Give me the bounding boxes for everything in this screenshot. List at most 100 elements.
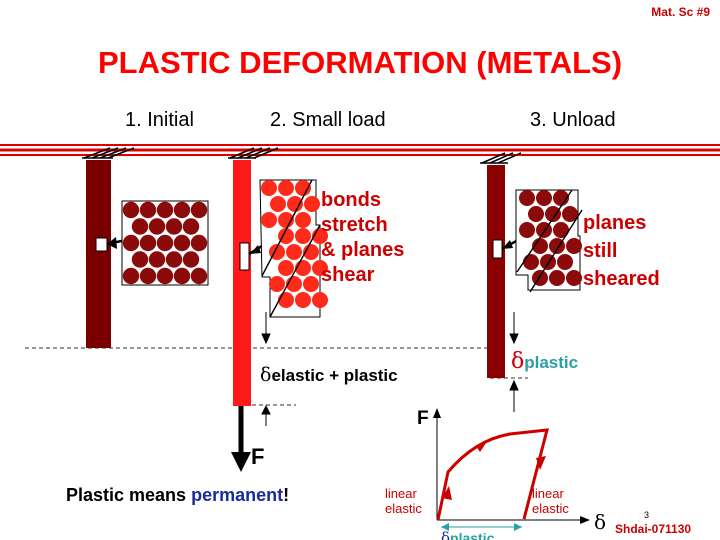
atom [304,196,320,212]
atom [131,218,149,235]
footer-statement: Plastic means permanent! [66,485,289,506]
atom [173,234,191,252]
atom [139,267,157,285]
atom-grid-small-load [259,179,328,318]
annotation-line: shear [321,264,375,286]
graph-note-line: linear [532,486,564,501]
atom [122,234,140,252]
footer-highlight: permanent [191,485,284,505]
atom [182,218,200,235]
bar-initial [82,147,137,348]
atom [190,234,208,252]
graph-note-line: elastic [385,501,422,516]
atom [156,201,174,219]
page-title: PLASTIC DEFORMATION (METALS) [97,45,623,80]
atom [312,260,328,276]
bar-unload [480,152,522,378]
graph-note-line: linear [385,486,417,501]
graph-bottom-text: plastic [450,530,495,540]
graph-x-label: δ [594,510,607,534]
page-number: 3 [644,510,650,520]
atom [295,292,311,308]
atom [523,254,539,270]
atom [270,196,286,212]
elastic-plastic-label: δelastic + plastic [260,364,398,386]
annotation-line: bonds [321,189,381,211]
slide-id: Shdai-071130 [615,522,692,536]
atom [562,206,578,222]
atom [553,190,569,206]
atom [549,270,565,286]
atom [269,276,285,292]
atom [528,206,544,222]
annotation-line: & planes [321,239,405,261]
atom [295,228,311,244]
header-separator [0,144,720,156]
atom [566,238,582,254]
delta-symbol: δ [441,529,451,540]
atom [148,218,166,235]
atom [519,222,535,238]
atom [278,292,294,308]
atom [122,267,140,285]
atom [131,251,149,268]
atom [261,212,277,228]
atom [519,190,535,206]
force-arrow [231,406,251,472]
small-load-annotation: bonds stretch & planes shear [321,188,404,288]
atom [295,180,311,196]
unload-delta-markers [509,312,519,412]
atom [173,201,191,219]
atom [156,267,174,285]
plastic-label: δplastic [511,349,578,374]
step-unload-label: 3. Unload [530,109,616,131]
atom [312,292,328,308]
atom [532,270,548,286]
atom [261,180,277,196]
atom [286,244,302,260]
force-label: F [251,444,265,469]
delta-symbol: δ [260,364,272,386]
delta-symbol: δ [511,349,525,374]
linear-elastic-right: linear elastic [532,486,569,516]
atom [139,234,157,252]
atom [303,276,319,292]
atom [165,251,183,268]
atom [156,234,174,252]
atom [545,206,561,222]
linear-elastic-left: linear elastic [385,486,422,516]
atom [278,212,294,228]
step-initial-label: 1. Initial [125,109,194,131]
atom [278,260,294,276]
footer-suffix: ! [283,485,290,505]
annotation-line: planes [583,212,647,234]
atom [278,180,294,196]
atom [566,270,582,286]
atom [165,218,183,235]
reference-dashes [25,347,528,406]
atom [148,251,166,268]
elastic-plastic-text: elastic + plastic [271,366,398,385]
graph-bottom-label: δplastic [441,529,494,540]
atom [173,267,191,285]
annotation-line: stretch [321,214,388,236]
atom [139,201,157,219]
atom [532,238,548,254]
atom-grid-initial [121,200,209,286]
graph-y-label: F [417,408,429,429]
footer-prefix: Plastic means [66,485,192,505]
atom [540,254,556,270]
atom [536,190,552,206]
atom [190,201,208,219]
graph-note-line: elastic [532,501,569,516]
annotation-line: still [583,240,618,262]
atom [190,267,208,285]
atom [122,201,140,219]
small-load-delta-markers [261,312,271,426]
atom [557,254,573,270]
atom [295,212,311,228]
atom [287,196,303,212]
atom-grid-unload [515,189,583,293]
atom [278,228,294,244]
